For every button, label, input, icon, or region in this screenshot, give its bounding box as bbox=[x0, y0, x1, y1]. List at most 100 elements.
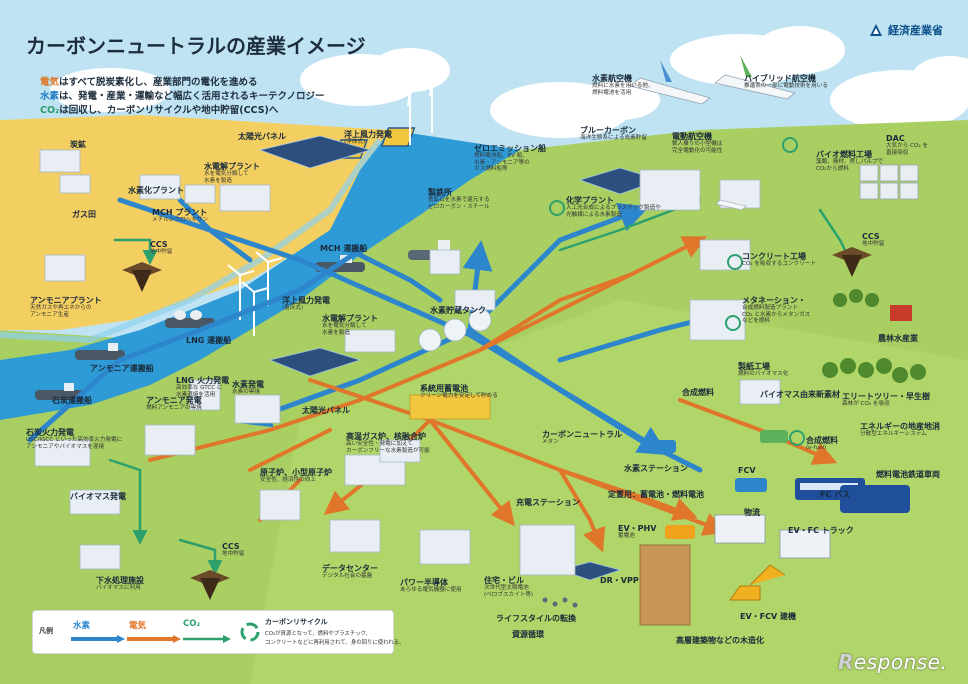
label-power-semiconductor: パワー半導体あらゆる電気機器に使用 bbox=[400, 578, 462, 594]
label-ev-fc-truck: EV・FC トラック bbox=[788, 526, 854, 535]
sea bbox=[0, 130, 520, 420]
label-dr-vpp-title: DR・VPP bbox=[600, 576, 639, 585]
label-hydrogen-tank-title: 水素貯蔵タンク bbox=[430, 306, 486, 315]
label-ammonia-power-sub: 燃料アンモニアの専焼 bbox=[146, 405, 202, 412]
label-nuclear: 原子炉、小型原子炉安全性、経済性の向上 bbox=[260, 468, 332, 484]
label-dac-sub: 直接吸収 bbox=[886, 149, 909, 156]
label-fcv-title: FCV bbox=[738, 466, 756, 475]
label-wooden-buildings: 高層建築物などの木造化 bbox=[676, 636, 764, 645]
label-logistics-title: 物流 bbox=[744, 508, 760, 517]
label-lifestyle: ライフスタイルの転換 bbox=[496, 614, 576, 623]
label-coal-mine-title: 炭鉱 bbox=[70, 140, 86, 149]
label-biomass-power-title: バイオマス発電 bbox=[70, 492, 126, 501]
legend-recycle-title: カーボンリサイクル bbox=[265, 618, 328, 626]
label-elite-tree-sub: 森林が CO₂ を吸収 bbox=[842, 401, 890, 408]
label-ammonia-ship-title: アンモニア運搬船 bbox=[90, 364, 154, 373]
label-paper-mill-sub: 燃料のバイオマス化 bbox=[738, 371, 789, 378]
label-biomass-material: バイオマス由来新素材 bbox=[760, 390, 840, 399]
label-zero-emission-ship-sub: 水素・アンモニア等の bbox=[474, 159, 530, 166]
label-coal-mine: 炭鉱 bbox=[70, 140, 86, 149]
label-lng-power-sub: 水素混焼を活用 bbox=[176, 391, 216, 398]
label-hydrogen-aircraft-sub: 燃料に水素を用いる他、 bbox=[592, 83, 654, 90]
tractor bbox=[890, 305, 912, 321]
label-hydrogen-station: 水素ステーション bbox=[624, 464, 688, 473]
label-hydrogen-plant-title: 水素化プラント bbox=[128, 186, 184, 195]
label-offshore-wind-floating-title: 洋上風力発電 bbox=[344, 130, 392, 139]
label-nuclear-title: 原子炉、小型原子炉 bbox=[260, 468, 332, 477]
label-housing-sub: (ペロブスカイト等) bbox=[484, 591, 534, 598]
label-ammonia-plant: アンモニアプラント天然ガスや再エネからのアンモニア生産 bbox=[30, 296, 102, 318]
people bbox=[542, 597, 578, 608]
label-route-cn-methane: カーボンニュートラルメタン bbox=[542, 430, 622, 446]
factories bbox=[34, 149, 781, 576]
label-fc-bus-title: FC バス bbox=[820, 490, 851, 499]
label-blue-carbon-title: ブルーカーボン bbox=[580, 126, 636, 135]
label-electrolysis-plant-2: 水電解プラント水を電気分解して水素を製造 bbox=[322, 314, 378, 336]
label-resource-cycle-title: 資源循環 bbox=[512, 630, 544, 639]
aircraft bbox=[629, 55, 796, 211]
label-lifestyle-title: ライフスタイルの転換 bbox=[496, 614, 576, 623]
page-title: カーボンニュートラルの産業イメージ bbox=[26, 34, 366, 58]
label-ev-phv-title: EV・PHV bbox=[618, 524, 657, 533]
label-hydrogen-power-sub: 水素の専焼 bbox=[232, 389, 260, 396]
label-coal-power-sub: USC/IGCC といった高効率火力発電に bbox=[26, 437, 123, 444]
label-hydrogen-aircraft-sub: 燃料電池を活用 bbox=[592, 89, 632, 96]
label-offshore-wind-floating-sub: (浮体式) bbox=[344, 139, 366, 146]
label-solar-panel-1-title: 太陽光パネル bbox=[238, 132, 286, 141]
label-sewage-title: 下水処理施設 bbox=[96, 576, 144, 585]
label-electrolysis-plant-2-title: 水電解プラント bbox=[322, 314, 378, 323]
legend-recycle-desc-1: CO₂が資源となって、燃料やプラスチック、 bbox=[265, 631, 371, 637]
label-synthetic-fuel: 合成燃料(e-fuel) bbox=[806, 436, 838, 452]
recycle-icon bbox=[240, 622, 260, 642]
label-data-center: データセンターデジタル社会の基盤 bbox=[322, 564, 378, 580]
label-electric-aircraft: 電動航空機数人乗りの小型機は完全電動化の可能性 bbox=[672, 132, 722, 154]
label-electric-aircraft-sub: 数人乗りの小型機は bbox=[672, 141, 723, 148]
label-biomass-material-title: バイオマス由来新素材 bbox=[760, 390, 840, 399]
label-stationary-battery: 定置用：蓄電池・燃料電池 bbox=[608, 490, 704, 499]
label-data-center-sub: デジタル社会の基盤 bbox=[322, 573, 373, 580]
label-paper-mill: 製紙工場燃料のバイオマス化 bbox=[738, 362, 788, 378]
label-htgr: 高温ガス炉、核融合炉高い安全性・発電に加えてカーボンフリーな水素製造が可能 bbox=[346, 432, 430, 454]
label-electric-aircraft-sub: 完全電動化の可能性 bbox=[672, 147, 723, 154]
label-fcv: FCV bbox=[738, 466, 756, 475]
label-solar-panel-2: 太陽光パネル bbox=[302, 406, 350, 415]
label-electrolysis-plant-2-sub: 水素を製造 bbox=[322, 329, 350, 336]
label-ev-phv-sub: 蓄電池 bbox=[618, 533, 635, 540]
label-logistics: 物流 bbox=[744, 508, 760, 517]
label-mch-ship: MCH 運搬船 bbox=[320, 244, 367, 253]
label-electrolysis-plant-1-sub: 水素を製造 bbox=[204, 177, 232, 184]
label-ev-fcv-construction: EV・FCV 建機 bbox=[740, 612, 796, 621]
label-htgr-sub: カーボンフリーな水素製造が可能 bbox=[346, 447, 430, 454]
intro-line-2: 水素は、発電・産業・運輸など幅広く活用されるキーテクノロジー bbox=[40, 88, 324, 102]
label-coal-ship-title: 石炭運搬船 bbox=[52, 396, 92, 405]
label-power-semiconductor-title: パワー半導体 bbox=[400, 578, 448, 587]
label-sewage-sub: バイオマスに利用 bbox=[96, 585, 141, 592]
label-biofuel-plant-sub: 藻類、廃材、蔗しパルプで bbox=[816, 159, 884, 166]
label-lng-power-sub: 高効率な GTCC に bbox=[176, 385, 223, 392]
label-stationary-battery-title: 定置用：蓄電池・燃料電池 bbox=[608, 490, 704, 499]
label-ammonia-plant-sub: 天然ガスや再エネからの bbox=[30, 305, 92, 312]
label-ccs-3-title: CCS bbox=[222, 542, 240, 551]
label-housing-sub: 次世代型太陽電池 bbox=[484, 585, 529, 592]
label-hydrogen-plant: 水素化プラント bbox=[128, 186, 184, 195]
brand-rest: esponse. bbox=[853, 650, 948, 674]
excavator bbox=[729, 564, 786, 601]
label-dac-sub: 大気から CO₂ を bbox=[886, 143, 929, 150]
label-synthetic-fuel-title: 合成燃料 bbox=[806, 436, 838, 445]
intro-line-3: CO₂は回収し、カーボンリサイクルや地中貯留(CCS)へ bbox=[40, 102, 278, 116]
label-mch-plant: MCH プラントメチルシクロヘキサン bbox=[152, 208, 208, 224]
label-ammonia-plant-title: アンモニアプラント bbox=[30, 296, 102, 305]
label-electrolysis-plant-1-sub: 水を電気分解して bbox=[204, 171, 249, 178]
intro-keyword-hydrogen: 水素 bbox=[40, 91, 60, 102]
label-route-cn-methane-title: カーボンニュートラル bbox=[542, 430, 622, 439]
label-ev-fc-truck-title: EV・FC トラック bbox=[788, 526, 854, 535]
label-concrete-plant-title: コンクリート工場 bbox=[742, 252, 806, 261]
label-route-cn-methane-sub: メタン bbox=[542, 439, 559, 446]
label-ccs-2-title: CCS bbox=[862, 232, 880, 241]
